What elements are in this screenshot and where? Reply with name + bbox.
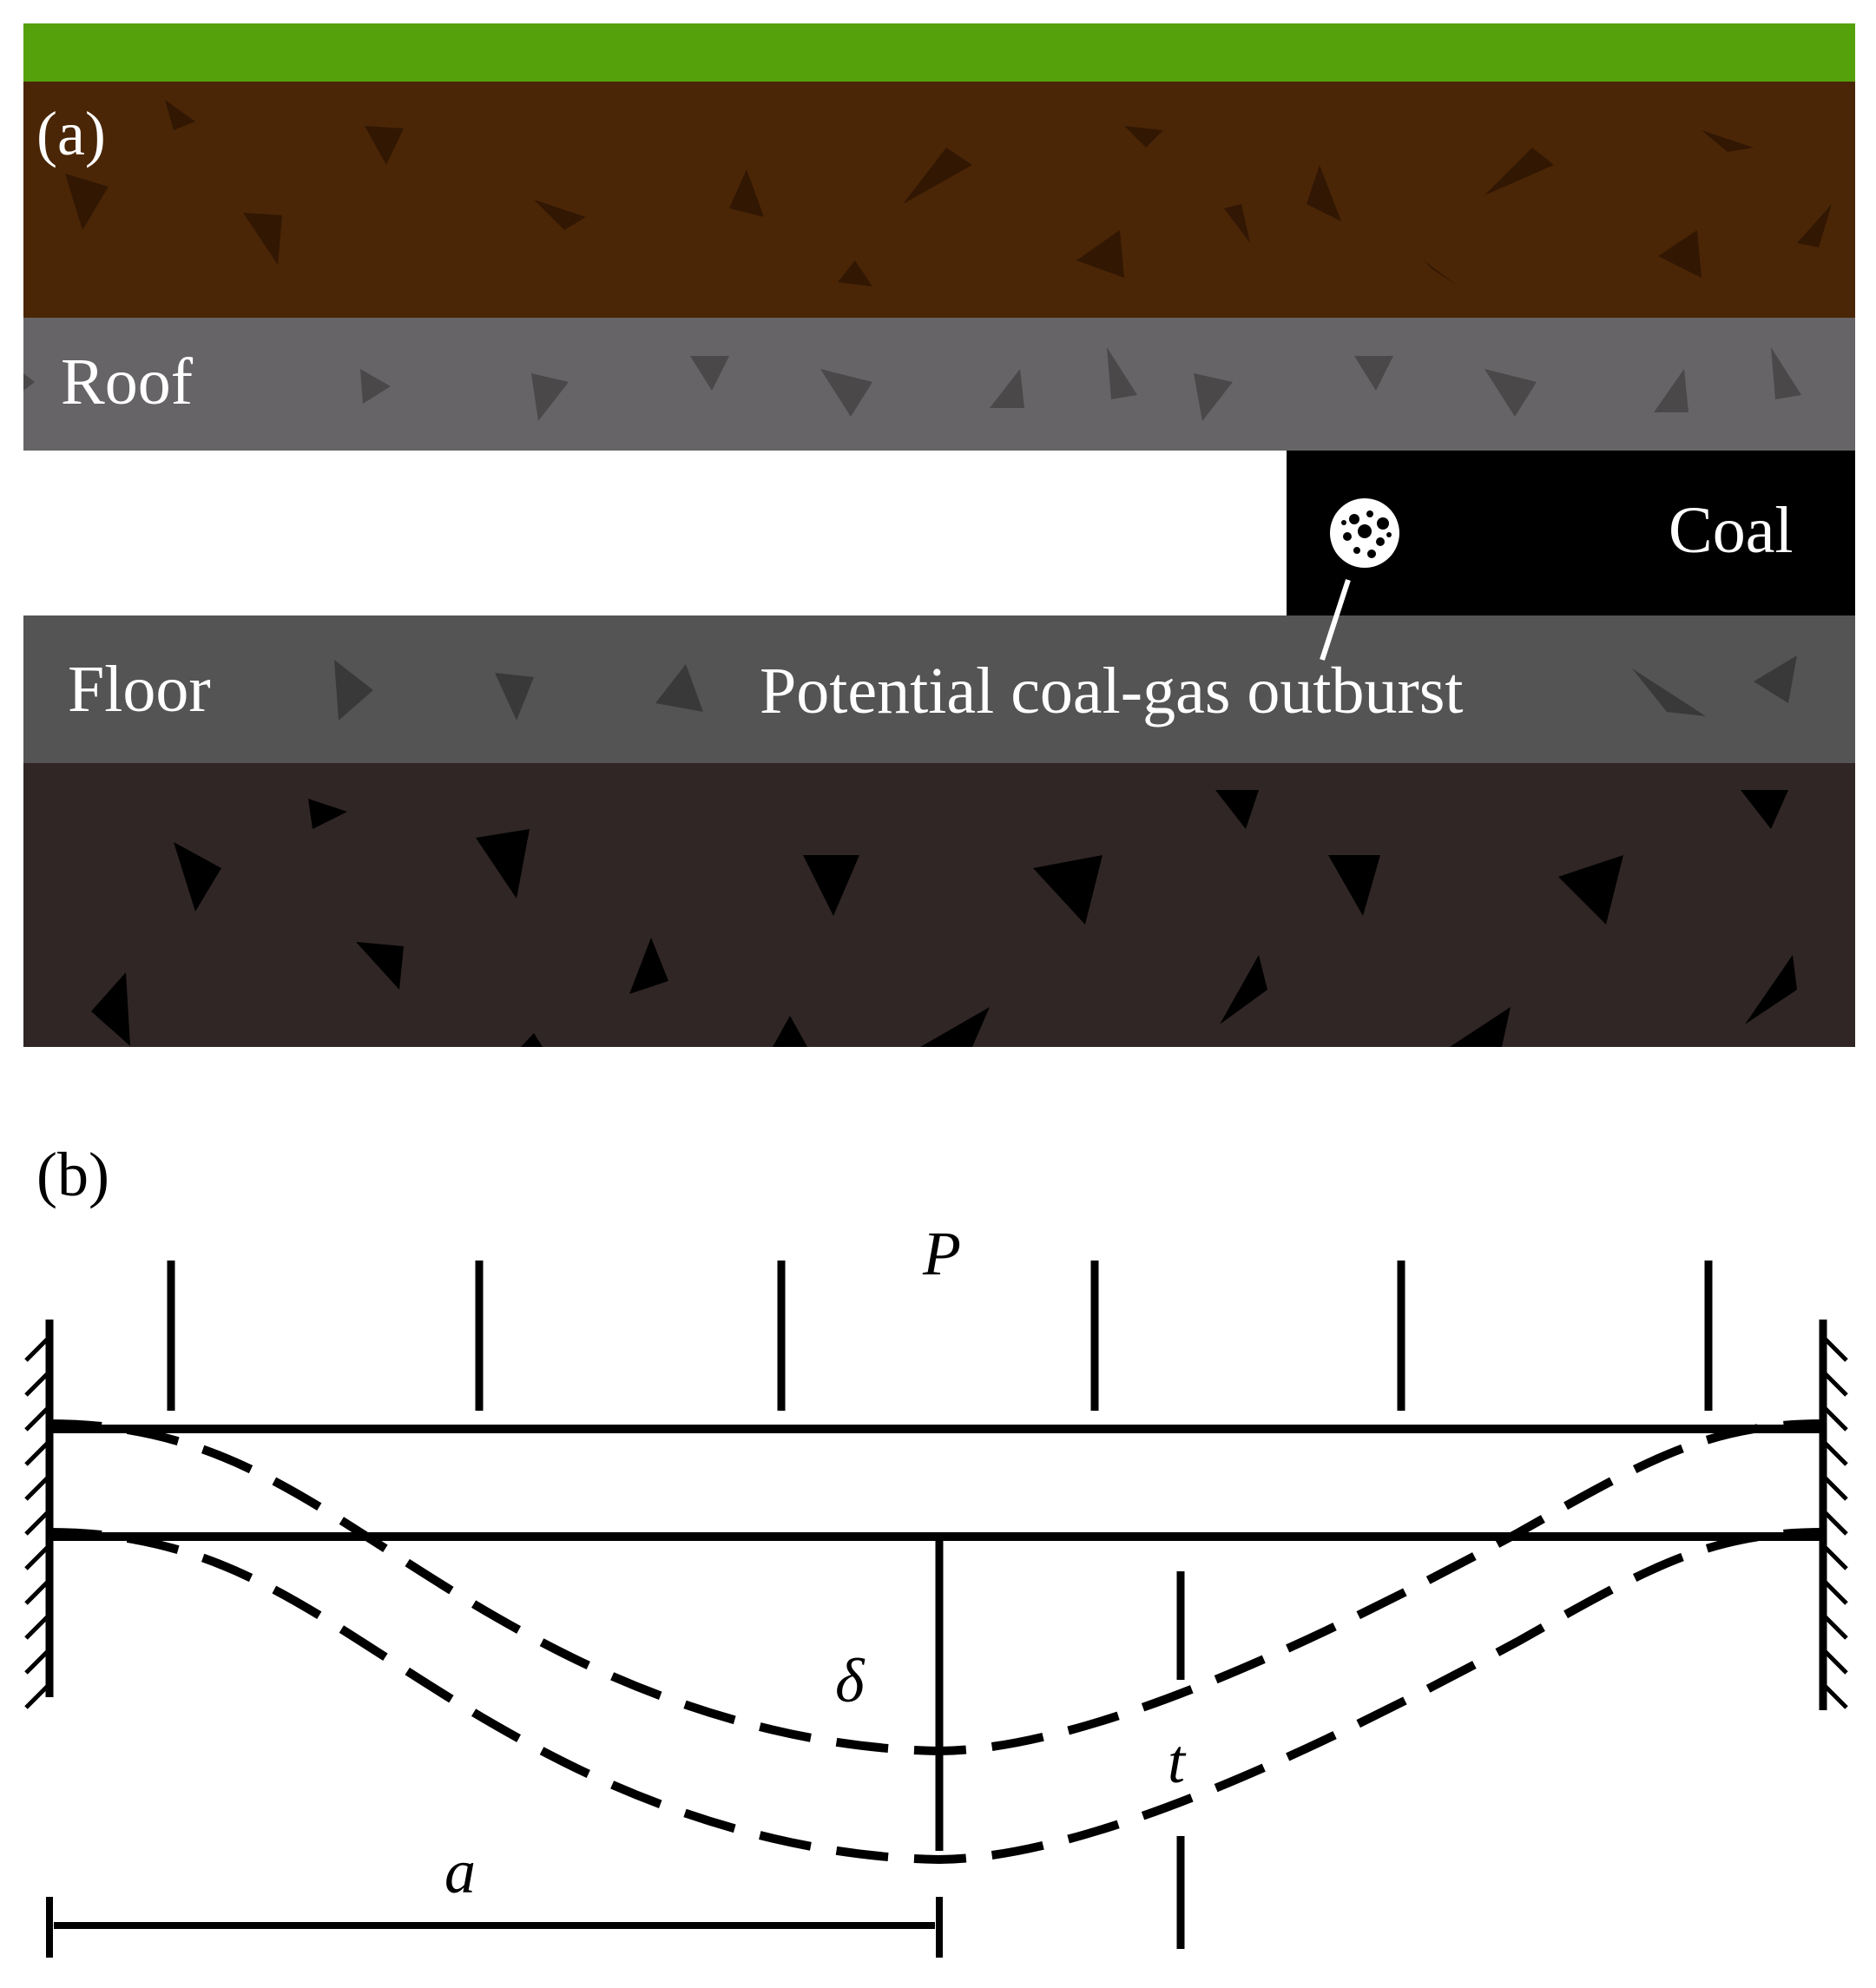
floor-layer (23, 615, 1855, 763)
roof-label: Roof (61, 346, 194, 418)
span-label: a (444, 1837, 476, 1906)
bedrock-texture (91, 790, 1797, 1047)
right-fixed-support (1819, 1320, 1848, 1710)
outburst-leader-line (1320, 579, 1351, 661)
outburst-icon (1330, 498, 1399, 568)
soil-layer (23, 82, 1855, 318)
roof-texture (23, 347, 1801, 421)
floor-texture (334, 655, 1797, 721)
deflected-beam-bottom (49, 1528, 1824, 1865)
soil-texture (65, 100, 1832, 286)
surface-layer (23, 23, 1855, 82)
outburst-label: Potential coal-gas outburst (760, 655, 1464, 727)
bedrock-layer (23, 763, 1855, 1047)
floor-label: Floor (68, 653, 211, 726)
deflection-label: δ (835, 1646, 866, 1715)
roadway-opening (23, 451, 1287, 615)
thickness-label: t (1168, 1727, 1187, 1796)
left-fixed-support (24, 1320, 54, 1709)
coal-label: Coal (1669, 494, 1794, 567)
load-arrows (167, 1261, 1713, 1412)
panel-b-label: (b) (36, 1140, 109, 1209)
panel-b: (b) (24, 1140, 1848, 1958)
panel-a-label: (a) (36, 99, 106, 168)
load-label: P (922, 1219, 961, 1288)
panel-a: (a) Roof Coal Floor Potential coal-gas o… (23, 23, 1855, 1047)
roof-layer (23, 318, 1855, 451)
